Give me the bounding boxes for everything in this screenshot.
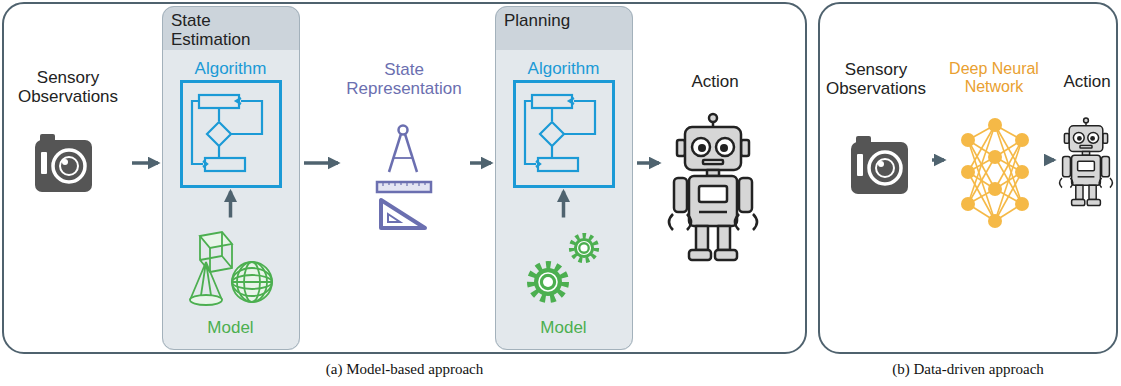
drawing-tools-icon <box>377 182 431 192</box>
group-heading: Planning <box>496 7 632 30</box>
network-block: Deep Neural Network <box>948 58 1040 218</box>
group-fill <box>162 50 300 350</box>
stage-group: AlgorithmModel Planning <box>495 6 633 350</box>
panel-caption: (a) Model-based approach <box>4 361 805 378</box>
neural-network-icon <box>988 182 1002 196</box>
group-fill <box>162 6 300 350</box>
model-block: Model <box>182 222 280 338</box>
drawing-tools-icon <box>389 134 401 172</box>
neural-network-icon <box>1015 197 1029 211</box>
robot-icon <box>669 114 757 260</box>
node-label: Algorithm <box>506 59 622 78</box>
panel-frame: Sensory Observations AlgorithmModel State … <box>2 2 807 354</box>
flow-arrow <box>470 161 491 165</box>
flow-arrow <box>229 192 233 218</box>
node-label: Action <box>1058 70 1116 91</box>
gears-icon <box>531 236 596 299</box>
node-label: Model <box>515 318 613 337</box>
robot-icon <box>1060 118 1113 206</box>
panel-caption: (b) Data-driven approach <box>820 361 1116 378</box>
neural-network-icon <box>961 133 975 147</box>
drawing-tools-icon <box>381 200 425 228</box>
flow-arrow <box>637 161 659 165</box>
sensor-block: Sensory Observations <box>824 58 928 198</box>
node-label: Algorithm <box>173 59 289 78</box>
gears-icon <box>531 265 565 299</box>
node-label: Model <box>182 318 280 337</box>
drawing-tools-icon <box>399 126 408 135</box>
flow-arrow <box>304 161 338 165</box>
flow-arrow <box>932 158 944 162</box>
group-fills <box>162 6 633 350</box>
model-block: Model <box>515 222 613 338</box>
node-label: State Representation <box>342 58 466 98</box>
flow-arrow <box>562 192 566 218</box>
group-fill <box>495 6 633 350</box>
neural-network-icon <box>961 118 1029 228</box>
drawing-tools-icon <box>383 182 425 186</box>
node-label: Sensory Observations <box>824 58 928 98</box>
neural-network-icon <box>988 150 1002 164</box>
algorithm-box: Algorithm <box>180 80 282 188</box>
geometry-model-icon <box>190 232 272 305</box>
node-label: Sensory Observations <box>8 66 128 106</box>
action-block: Action <box>1058 70 1116 260</box>
gears-icon <box>572 236 596 260</box>
group-heading: State Estimation <box>163 7 299 49</box>
panel-frame: Sensory Observations Deep Neural Network A… <box>818 2 1118 354</box>
neural-network-icon <box>995 172 1022 221</box>
neural-network-icon <box>968 157 995 204</box>
drawing-tools-icon <box>388 214 400 222</box>
drawing-tools-icon <box>405 134 417 172</box>
neural-network-icon <box>1015 133 1029 147</box>
stage-group: AlgorithmModel State Estimation <box>162 6 300 350</box>
node-label: Deep Neural Network <box>948 58 1040 96</box>
flowchart-icon <box>192 95 262 171</box>
algorithm-box: Algorithm <box>513 80 615 188</box>
drawing-tools-icon <box>393 157 413 159</box>
state-block: State Representation <box>342 58 466 234</box>
camera-icon <box>35 134 92 192</box>
camera-icon <box>851 136 908 194</box>
drawing-tools-icon <box>377 126 431 229</box>
group-fill <box>162 6 300 350</box>
neural-network-icon <box>961 197 975 211</box>
flow-arrow <box>1044 158 1054 162</box>
neural-network-icon <box>988 214 1002 228</box>
action-block: Action <box>663 70 767 280</box>
sensor-block: Sensory Observations <box>8 66 128 202</box>
flow-arrow <box>132 161 158 165</box>
group-fill <box>495 6 633 350</box>
flowchart-icon <box>525 95 595 171</box>
group-fill <box>495 50 633 350</box>
neural-network-icon <box>988 118 1002 132</box>
node-label: Action <box>663 70 767 91</box>
neural-network-icon <box>961 165 975 179</box>
neural-network-icon <box>1015 165 1029 179</box>
